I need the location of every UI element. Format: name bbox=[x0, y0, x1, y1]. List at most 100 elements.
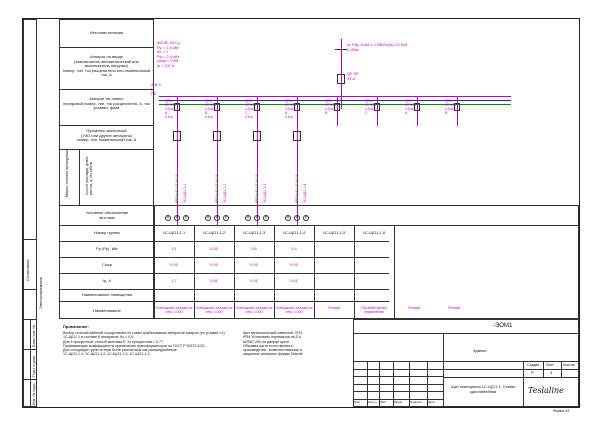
busbar-pe bbox=[159, 104, 511, 105]
load-name-cell: Резерв bbox=[448, 306, 460, 310]
line-code-label: 1С-ЩО1.1-4 bbox=[303, 183, 307, 203]
lamp-symbol-icon: × bbox=[294, 215, 300, 221]
lamp-symbol-icon: × bbox=[214, 215, 220, 221]
room-name-label: Наименование помещения bbox=[81, 292, 133, 297]
breaker-label: QF6 1P C10 4,5 кА C bbox=[365, 99, 377, 115]
input-cable: от РЩ-ЭОМ 1-1 ВВГнг(А)-LS 5x4 L=50м bbox=[347, 42, 408, 52]
source-params: 400 В, 50 Гц Ру = 2,4 кВт Кс = 1 Рр = 2,… bbox=[157, 40, 180, 68]
inv-label: Инв. № подл. bbox=[32, 382, 36, 405]
load-name-cell: Резерв bbox=[408, 306, 420, 310]
cable-method-label: Способ прокладки, длина участка, м, тип … bbox=[85, 156, 93, 195]
group-no-cell: 1С-ЩО1.1-4 bbox=[282, 230, 306, 235]
breaker-symbol bbox=[414, 103, 420, 111]
breaker-symbol bbox=[174, 103, 180, 111]
stamp-col-label: Кол.уч bbox=[368, 400, 377, 404]
starter-symbol bbox=[293, 131, 301, 141]
current-cell: 0,61 bbox=[290, 278, 298, 283]
stamp-col-line bbox=[393, 361, 394, 407]
starter-symbol bbox=[253, 131, 261, 141]
doc-code: -ЭОМ1 bbox=[493, 323, 513, 329]
stamp-col-label: №док bbox=[394, 400, 402, 404]
drawing-sheet: Согласовано Взам. инв. № Подп. и дата Ин… bbox=[22, 18, 580, 413]
line-code-label: 1С-ЩО1.1-3 bbox=[263, 183, 267, 203]
cos-cell: 0,95 bbox=[170, 262, 178, 267]
table-col-divider bbox=[234, 225, 235, 319]
stamp-col-line bbox=[353, 361, 354, 407]
breaker-label: QF3 1P C10 4,5 кА C 0,6 A bbox=[245, 99, 257, 119]
current-cell: 0,91 bbox=[250, 278, 258, 283]
busbar-n bbox=[159, 100, 511, 101]
building-name: Здание bbox=[473, 348, 487, 353]
group-feeder-line bbox=[297, 96, 298, 226]
current-label: Iр, А bbox=[102, 278, 112, 283]
notes-title: Примечание: bbox=[63, 324, 89, 329]
group-feeder-line bbox=[337, 96, 338, 126]
cable-label: ВВГнг(А)-LS 3x1,5 bbox=[255, 174, 259, 203]
table-col-divider bbox=[194, 225, 195, 319]
load-name-cell: Освещение склада на отм. 0,000 bbox=[195, 306, 233, 315]
breaker-label: QF4 1P C10 4,5 кА A 0,6 A bbox=[285, 99, 297, 119]
group-no-cell: 1С-ЩО1.1-2 bbox=[202, 230, 226, 235]
stage-label: Стадия bbox=[527, 363, 540, 367]
agreed-label: Согласовано bbox=[26, 259, 30, 281]
source-label: Источник питания bbox=[89, 30, 124, 35]
cos-cell: 0,95 bbox=[290, 262, 298, 267]
breaker-symbol bbox=[254, 103, 260, 111]
input-breaker-symbol bbox=[337, 74, 345, 84]
starter-symbol bbox=[173, 131, 181, 141]
cable-label: ВВГнг(А)-LS 3x1,5 bbox=[295, 174, 299, 203]
breaker-label: QF2 1P C10 4,5 кА B 0,6 A bbox=[205, 99, 217, 119]
load-name-label: Наименование bbox=[93, 308, 121, 313]
load-name-cell: Освещение склада на отм. 0,000 bbox=[155, 306, 193, 315]
group-feeder-line bbox=[417, 96, 418, 126]
cos-label: Cosφ bbox=[102, 262, 112, 267]
cable-label: ВВГнг(А)-LS 3x1,5 bbox=[215, 174, 219, 203]
plan-symbol-label: Условное обозначение на плане bbox=[85, 210, 129, 220]
breaker-symbol bbox=[454, 103, 460, 111]
group-no-cell: 1С-ЩО1.1-1 bbox=[162, 230, 186, 235]
stage-value: Р bbox=[531, 370, 534, 375]
breaker-label: QF7 1P C10 4,5 кА A bbox=[405, 99, 417, 115]
replace-inv-label: Взам. инв. № bbox=[32, 324, 36, 347]
breaker-label: QF5 1P C10 4,5 кА B bbox=[325, 99, 337, 115]
stamp-col-label: Дата bbox=[428, 400, 435, 404]
breaker-symbol bbox=[294, 103, 300, 111]
group-table bbox=[59, 205, 579, 319]
sheets-label: Листов bbox=[563, 363, 575, 367]
cable-mark-label: Марка, сечение проводника bbox=[65, 150, 69, 197]
table-col-divider bbox=[354, 225, 355, 319]
lamp-symbol-icon: × bbox=[183, 215, 189, 221]
company-logo: Teslaline bbox=[528, 386, 564, 395]
group-no-cell: 1С-ЩО1.1-6 bbox=[362, 230, 386, 235]
lamp-symbol-icon: × bbox=[205, 215, 211, 221]
notes-text: Выбор сечений кабелей осуществлён по ток… bbox=[63, 331, 226, 357]
sheet-value: 3 bbox=[550, 370, 553, 375]
lamp-symbol-icon: × bbox=[254, 215, 260, 221]
line-code-label: 1С-ЩО1.1-2 bbox=[223, 183, 227, 203]
input-device-label: Аппарат на вводе (выключатель автоматиче… bbox=[62, 54, 151, 78]
stamp-col-line bbox=[379, 361, 380, 407]
stamp-col-label: Изм. bbox=[354, 400, 361, 404]
stamp-col-line bbox=[367, 361, 368, 407]
starter-symbol bbox=[213, 131, 221, 141]
power-cell: 0,55 bbox=[210, 246, 218, 251]
shield-note: Щит металлический навесной, IP31 IP54 Ус… bbox=[243, 331, 303, 357]
consumers-label: Электроприёмники bbox=[39, 277, 43, 309]
group-feeder-line bbox=[257, 96, 258, 226]
lamp-symbol-icon: × bbox=[303, 215, 309, 221]
cos-cell: 0,95 bbox=[210, 262, 218, 267]
lamp-symbol-icon: × bbox=[174, 215, 180, 221]
busbar-label: A,B,C N PE bbox=[151, 82, 162, 97]
lamp-symbol-icon: × bbox=[165, 215, 171, 221]
input-breaker: QF 3P 25 А bbox=[347, 71, 359, 81]
breaker-symbol bbox=[214, 103, 220, 111]
line-code-label: 1С-ЩО1.1-1 bbox=[183, 183, 187, 203]
lamp-symbol-icon: × bbox=[245, 215, 251, 221]
power-cell: 0,6 bbox=[251, 246, 257, 251]
busbar-abc bbox=[159, 96, 511, 97]
load-name-cell: Питание цепей управления bbox=[361, 306, 387, 315]
power-label: Ру (Рр), кВт bbox=[96, 246, 118, 251]
group-no-cell: 1С-ЩО1.1-5 bbox=[322, 230, 346, 235]
format-label: Формат А3 bbox=[553, 409, 570, 413]
stamp-col-label: Подпись bbox=[410, 400, 422, 404]
